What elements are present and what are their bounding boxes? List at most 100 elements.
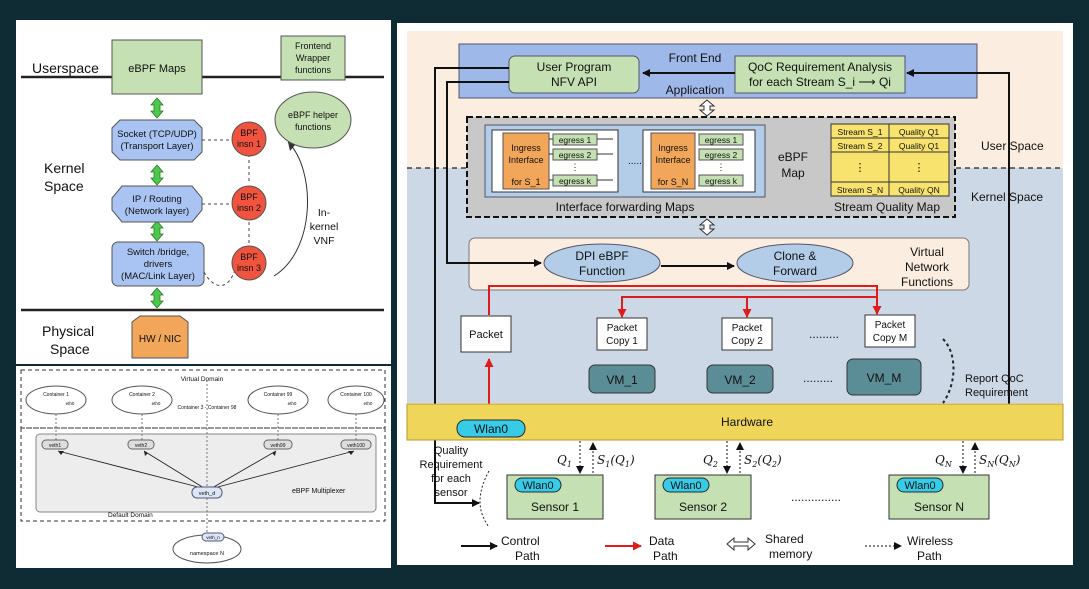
- stream-row-n-name: Stream S_N: [837, 185, 883, 195]
- packet-copy-m-box: [864, 314, 916, 348]
- clone-line-2: Forward: [773, 264, 817, 278]
- sensor-n-label: Sensor N: [914, 500, 964, 514]
- veth-pills: veth1 veth2 veth99 veth100: [41, 439, 372, 450]
- packet-copy-2-box: [721, 317, 773, 351]
- frontend-wrapper-line-3: functions: [295, 65, 332, 75]
- bpf3-line-1: BPF: [240, 252, 258, 262]
- double-arrow-icon: [150, 220, 164, 242]
- bpf-insn-1-circle: [231, 121, 267, 157]
- packet-box: [460, 315, 512, 353]
- egress-nb: [698, 148, 744, 161]
- virtual-domain-label: Virtual Domain: [181, 376, 224, 383]
- clone-forward-ellipse: [736, 243, 854, 283]
- dpi-function-ellipse: [543, 243, 661, 283]
- quality-req-line-1: Quality: [434, 445, 469, 457]
- egress-nb-label: egress 2: [705, 150, 738, 160]
- packet-copy-1-box: [596, 317, 648, 351]
- veth2-label: veth2: [135, 443, 147, 449]
- legend-control-line-1: Control: [501, 534, 540, 548]
- egress-1a-label: egress 1: [559, 135, 592, 145]
- veth-n-label: veth_n: [206, 535, 220, 540]
- container-2-label: Container 2: [129, 392, 155, 398]
- ingressN-line-3: for S_N: [658, 177, 689, 187]
- q1-label: Q1: [557, 453, 572, 469]
- s1-label: S1(Q1): [597, 453, 635, 469]
- hw-nic-box: [131, 315, 189, 359]
- ebpf-map-line-1: eBPF: [778, 150, 808, 164]
- architecture-panel: User Space Kernel Space Front End Applic…: [397, 23, 1073, 565]
- dpi-line-2: Function: [579, 264, 625, 278]
- default-domain-label: Default Domain: [108, 512, 153, 519]
- copy1-line-1: Packet: [607, 323, 638, 334]
- egress-1b-label: egress 2: [559, 150, 592, 160]
- vm-1-label: VM_1: [606, 373, 638, 387]
- packet-label: Packet: [469, 329, 503, 341]
- copy-dots: .........: [809, 327, 839, 341]
- multiplexer-arrowheads: [58, 451, 354, 456]
- bpf1-line-1: BPF: [240, 128, 258, 138]
- copym-line-1: Packet: [875, 320, 906, 331]
- egress-nk: [698, 174, 744, 187]
- ingress-1-box: [502, 132, 550, 190]
- physical-label-2: Space: [50, 341, 90, 357]
- veth-d-label: veth_d: [199, 491, 216, 497]
- frontend-wrapper-line-1: Frontend: [295, 41, 331, 51]
- copy2-line-1: Packet: [732, 323, 763, 334]
- container-1: [25, 385, 87, 415]
- inkernel-line-2: kernel: [310, 221, 339, 233]
- helper-line-1: eBPF helper: [288, 110, 338, 120]
- sensor-n-wlan-label: Wlan0: [904, 480, 935, 492]
- sensor-wireless-curve: [479, 470, 490, 528]
- data-paths: [484, 285, 882, 415]
- q-s-labels: Q1 S1(Q1) Q2 S2(Q2) QN SN(QN): [557, 453, 1021, 469]
- s2-label: S2(Q2): [744, 453, 782, 469]
- inkernel-line-1: In-: [318, 207, 331, 219]
- report-line-1: Report QoC: [965, 373, 1024, 385]
- egress-na-label: egress 1: [705, 135, 738, 145]
- ebpf-architecture-diagram: User Space Kernel Space Front End Applic…: [406, 31, 1064, 563]
- container-100-eth: eth0: [364, 401, 373, 406]
- stream-row-2-name: Stream S_2: [838, 141, 883, 151]
- ingress1-line-2: Interface: [508, 155, 543, 165]
- default-domain-box: [20, 427, 386, 522]
- user-program-line-2: NFV API: [551, 75, 597, 89]
- double-arrow-icon: [150, 164, 164, 186]
- sensor-1-label: Sensor 1: [531, 500, 579, 514]
- application-label: Application: [666, 83, 725, 97]
- vm-1-box: [588, 364, 656, 394]
- container-1-label: Container 1: [43, 392, 69, 398]
- copy2-line-2: Copy 2: [731, 336, 763, 347]
- sn-label: SN(QN): [979, 453, 1021, 469]
- veth99-pill: [263, 439, 293, 450]
- vnf-line-3: Functions: [901, 275, 953, 289]
- containers: Container 1 eth0 Container 2 eth0 Contai…: [25, 385, 385, 415]
- user-program-box: [508, 55, 640, 94]
- bpf1-line-2: insn 1: [237, 139, 261, 149]
- container-100-label: Container 100: [340, 392, 372, 398]
- egress-ellipsis: ⋮: [571, 162, 580, 172]
- report-line-2: Requirement: [965, 387, 1028, 399]
- dpi-line-1: DPI eBPF: [575, 249, 628, 263]
- sensor-dots: ...............: [791, 490, 841, 504]
- legend-shared-line-2: memory: [769, 547, 812, 561]
- quality-req-line-2: Requirement: [420, 459, 483, 471]
- container-100: [327, 385, 385, 415]
- egress-1k-label: egress k: [559, 176, 592, 186]
- switch-line-3: (MAC/Link Layer): [121, 271, 195, 282]
- vm-2-box: [706, 364, 774, 394]
- sensor-2-label: Sensor 2: [679, 500, 727, 514]
- physical-label-1: Physical: [42, 323, 94, 339]
- double-arrow-icon: [150, 287, 164, 309]
- q2-label: Q2: [703, 453, 718, 469]
- frontend-wrapper-box: [280, 35, 346, 81]
- vm-dots: .........: [803, 371, 833, 385]
- container-1-eth: eth0: [66, 401, 75, 406]
- multiplexer-arrows: [57, 450, 355, 489]
- qn-label: QN: [935, 453, 953, 469]
- sensors: Wlan0 Sensor 1 Wlan0 Sensor 2 ..........…: [506, 474, 990, 520]
- kernel-architecture-panel: Userspace Kernel Space Physical Space eB…: [16, 20, 391, 364]
- vnf-line-1: Virtual: [910, 245, 944, 259]
- ip-routing-line-1: IP / Routing: [132, 194, 181, 205]
- report-wireless-curve: [942, 338, 955, 404]
- ingress1-line-1: Ingress: [511, 143, 541, 153]
